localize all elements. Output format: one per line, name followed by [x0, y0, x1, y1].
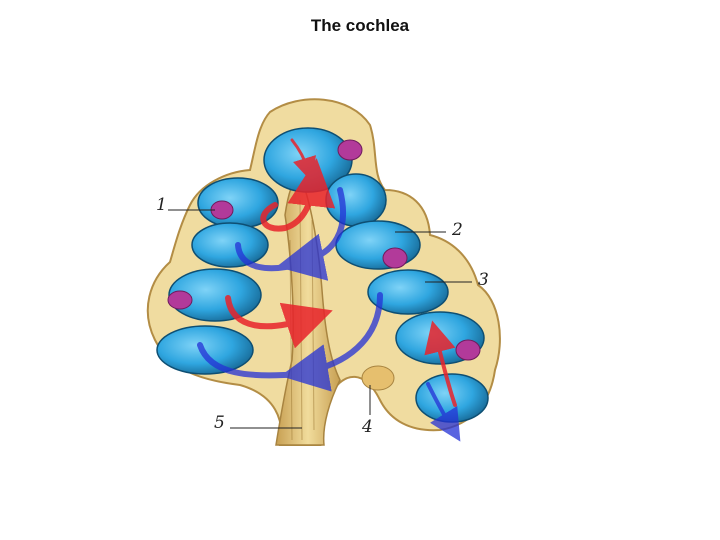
label-2: 2 — [395, 220, 463, 240]
label-3-text: 3 — [478, 270, 489, 290]
organ-of-corti — [167, 139, 481, 361]
red-flow-arrows — [225, 138, 457, 407]
label-1-text: 1 — [156, 195, 167, 215]
label-5: 5 — [214, 413, 302, 433]
blue-flow-arrows — [197, 187, 461, 442]
label-1: 1 — [156, 195, 215, 215]
label-5-text: 5 — [214, 413, 225, 433]
label-4-text: 4 — [361, 417, 373, 437]
label-4: 4 — [361, 385, 373, 437]
label-3: 3 — [425, 270, 489, 290]
label-2-text: 2 — [451, 220, 463, 240]
slide-title: The cochlea — [310, 16, 410, 35]
